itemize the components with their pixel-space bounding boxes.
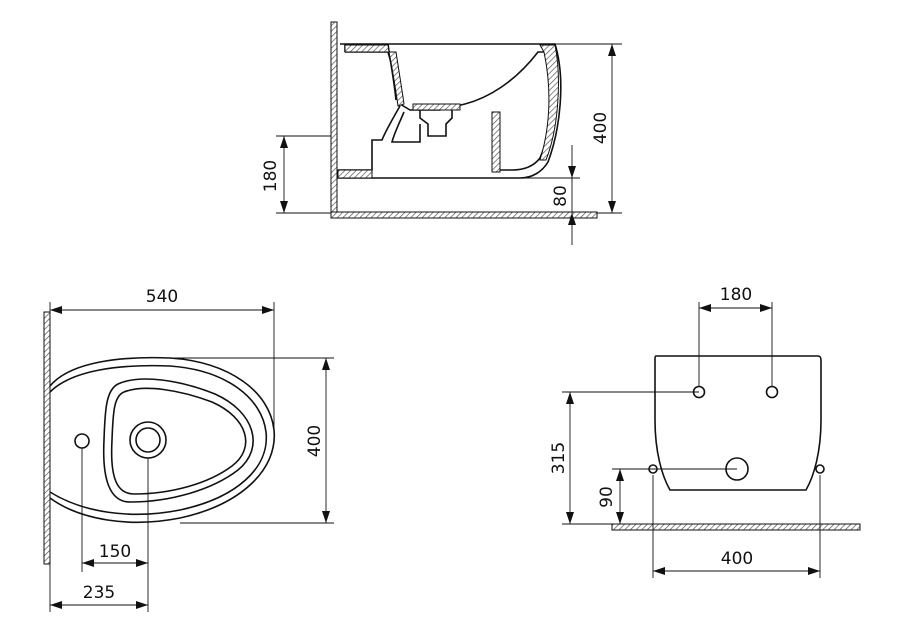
top-view: 540 400 150 235 — [43, 287, 334, 612]
side-bowl-inner-shell — [345, 51, 553, 171]
rear-dim-lower-height: 90 — [597, 486, 617, 508]
side-channel — [338, 105, 401, 171]
side-rim-hatch — [344, 44, 390, 53]
top-drain-inner — [135, 427, 161, 453]
top-bowl-inner — [102, 378, 254, 503]
top-dim-drain-offset: 235 — [83, 583, 115, 603]
side-bowl-shell — [338, 43, 562, 179]
side-front-wall — [491, 111, 501, 173]
side-drain — [419, 110, 453, 137]
rear-floor-hole-right — [815, 464, 825, 474]
side-dim-floor-gap: 80 — [551, 185, 571, 207]
side-dim-height: 400 — [591, 112, 611, 144]
side-channel-2 — [390, 111, 421, 143]
side-wall — [330, 21, 338, 217]
rear-view: 180 315 90 400 — [549, 285, 861, 578]
side-dim-inlet-height: 180 — [261, 160, 281, 192]
top-dim-width: 400 — [305, 425, 325, 457]
top-bowl-rim — [49, 364, 268, 516]
side-rim-hatch-front — [539, 44, 559, 161]
rear-dim-base-width: 400 — [721, 549, 753, 569]
side-floor — [330, 211, 598, 219]
top-bowl-inner-2 — [110, 387, 247, 495]
top-bowl-outline — [49, 356, 275, 523]
rear-dim-bolt-height: 315 — [549, 442, 569, 474]
side-drain-hatch — [412, 103, 461, 111]
top-dim-hole-offset: 150 — [99, 542, 131, 562]
rear-bolt-hole-right — [765, 385, 779, 399]
rear-dim-bolt-spacing: 180 — [720, 285, 752, 305]
top-tap-hole — [74, 433, 90, 449]
top-dim-length: 540 — [146, 287, 178, 307]
side-view: 400 180 80 — [261, 21, 622, 245]
rear-floor — [611, 523, 861, 531]
side-bottom-hatch — [337, 169, 373, 179]
rear-body-outline — [654, 355, 822, 491]
top-wall — [43, 311, 51, 565]
side-wall-hatch — [388, 51, 405, 107]
